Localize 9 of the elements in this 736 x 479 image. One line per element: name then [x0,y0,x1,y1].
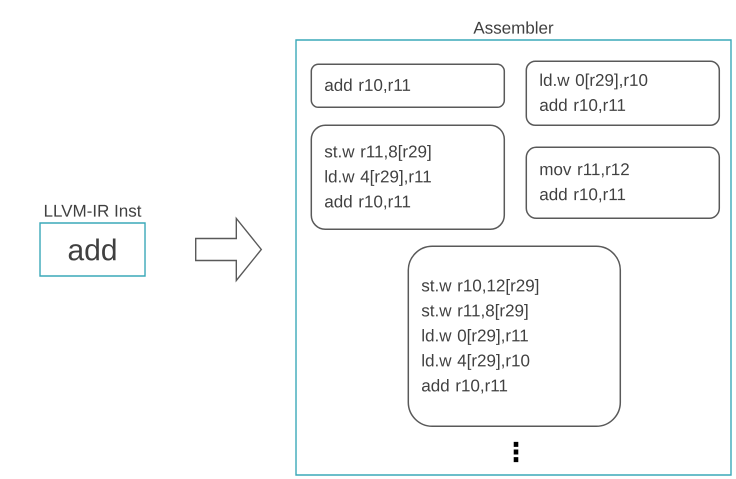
code-box: ld.w 0[r29],r10 add r10,r11 [526,60,720,126]
block-arrow [195,216,262,282]
code-box: add r10,r11 [310,64,506,108]
code-box: st.w r10,12[r29] st.w r11,8[r29] ld.w 0[r29],r11 ld.w 4[r29],r10 add r10,r11 [408,246,622,428]
instruction-box: add [39,222,146,277]
code-box: mov r11,r12 add r10,r11 [526,146,720,220]
heading: LLVM-IR Inst [44,204,142,217]
heading: Assembler [473,21,554,34]
code-box: st.w r11,8[r29] ld.w 4[r29],r11 add r10,r11 [310,124,506,230]
